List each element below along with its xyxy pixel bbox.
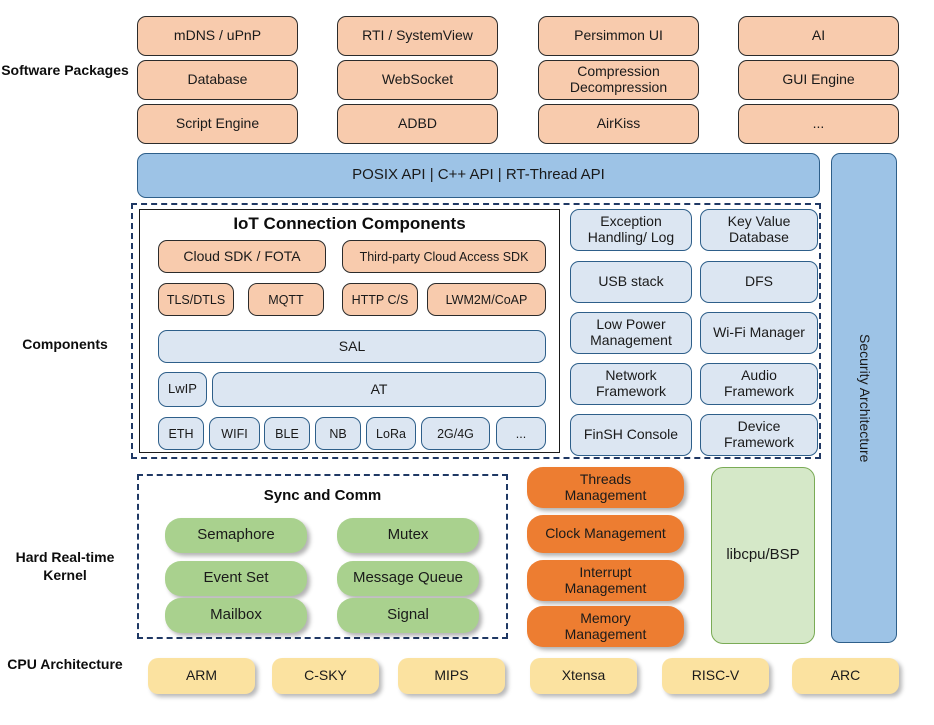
package-box[interactable]: ... — [738, 104, 899, 144]
row-label-components: Components — [22, 336, 108, 352]
iot-protocol-box[interactable]: MQTT — [248, 283, 324, 316]
package-box[interactable]: Persimmon UI — [538, 16, 699, 56]
package-box[interactable]: RTI / SystemView — [337, 16, 498, 56]
row-label-cpu: CPU Architecture — [7, 656, 123, 672]
component-box[interactable]: Key Value Database — [700, 209, 818, 251]
security-architecture-bar[interactable]: Security Architecture — [831, 153, 897, 643]
cpu-architecture-box[interactable]: RISC-V — [662, 658, 769, 694]
iot-lwip-box[interactable]: LwIP — [158, 372, 207, 407]
component-box[interactable]: Network Framework — [570, 363, 692, 405]
package-box[interactable]: Database — [137, 60, 298, 100]
component-box[interactable]: DFS — [700, 261, 818, 303]
kernel-object-box[interactable]: Signal — [337, 598, 479, 633]
component-box[interactable]: Audio Framework — [700, 363, 818, 405]
libcpu-bsp-box[interactable]: libcpu/BSP — [711, 467, 815, 644]
package-box[interactable]: AirKiss — [538, 104, 699, 144]
security-architecture-label: Security Architecture — [856, 333, 873, 463]
iot-link-box[interactable]: ETH — [158, 417, 204, 450]
iot-at-box[interactable]: AT — [212, 372, 546, 407]
kernel-management-box[interactable]: Clock Management — [527, 515, 684, 553]
iot-protocol-box[interactable]: TLS/DTLS — [158, 283, 234, 316]
cpu-architecture-box[interactable]: ARC — [792, 658, 899, 694]
component-box[interactable]: Wi-Fi Manager — [700, 312, 818, 354]
iot-link-box[interactable]: 2G/4G — [421, 417, 490, 450]
sync-comm-frame — [137, 474, 508, 639]
kernel-object-box[interactable]: Mailbox — [165, 598, 307, 633]
iot-link-box[interactable]: NB — [315, 417, 361, 450]
component-box[interactable]: Device Framework — [700, 414, 818, 456]
component-box[interactable]: USB stack — [570, 261, 692, 303]
package-box[interactable]: ADBD — [337, 104, 498, 144]
iot-link-box[interactable]: BLE — [264, 417, 310, 450]
cpu-architecture-box[interactable]: MIPS — [398, 658, 505, 694]
component-box[interactable]: FinSH Console — [570, 414, 692, 456]
package-box[interactable]: Script Engine — [137, 104, 298, 144]
iot-link-box[interactable]: ... — [496, 417, 546, 450]
iot-connection-title: IoT Connection Components — [233, 214, 466, 233]
cpu-architecture-box[interactable]: Xtensa — [530, 658, 637, 694]
package-box[interactable]: WebSocket — [337, 60, 498, 100]
iot-link-box[interactable]: LoRa — [366, 417, 416, 450]
components-frame — [131, 203, 821, 459]
package-box[interactable]: AI — [738, 16, 899, 56]
component-box[interactable]: Exception Handling/ Log — [570, 209, 692, 251]
kernel-management-box[interactable]: Memory Management — [527, 606, 684, 647]
iot-cloud-sdk-box[interactable]: Cloud SDK / FOTA — [158, 240, 326, 273]
row-label-kernel: Hard Real-time Kernel — [15, 549, 115, 583]
component-box[interactable]: Low Power Management — [570, 312, 692, 354]
iot-protocol-box[interactable]: LWM2M/CoAP — [427, 283, 546, 316]
package-box[interactable]: Compression Decompression — [538, 60, 699, 100]
iot-protocol-box[interactable]: HTTP C/S — [342, 283, 418, 316]
kernel-object-box[interactable]: Semaphore — [165, 518, 307, 553]
kernel-management-box[interactable]: Interrupt Management — [527, 560, 684, 601]
cpu-architecture-box[interactable]: C-SKY — [272, 658, 379, 694]
kernel-object-box[interactable]: Mutex — [337, 518, 479, 553]
api-bar[interactable]: POSIX API | C++ API | RT-Thread API — [137, 153, 820, 198]
iot-cloud-sdk-box[interactable]: Third-party Cloud Access SDK — [342, 240, 546, 273]
package-box[interactable]: mDNS / uPnP — [137, 16, 298, 56]
kernel-management-box[interactable]: Threads Management — [527, 467, 684, 508]
iot-link-box[interactable]: WIFI — [209, 417, 260, 450]
kernel-object-box[interactable]: Event Set — [165, 561, 307, 596]
package-box[interactable]: GUI Engine — [738, 60, 899, 100]
sync-comm-title: Sync and Comm — [263, 487, 382, 504]
kernel-object-box[interactable]: Message Queue — [337, 561, 479, 596]
iot-sal-box[interactable]: SAL — [158, 330, 546, 363]
row-label-software-packages: Software Packages — [1, 62, 129, 78]
cpu-architecture-box[interactable]: ARM — [148, 658, 255, 694]
